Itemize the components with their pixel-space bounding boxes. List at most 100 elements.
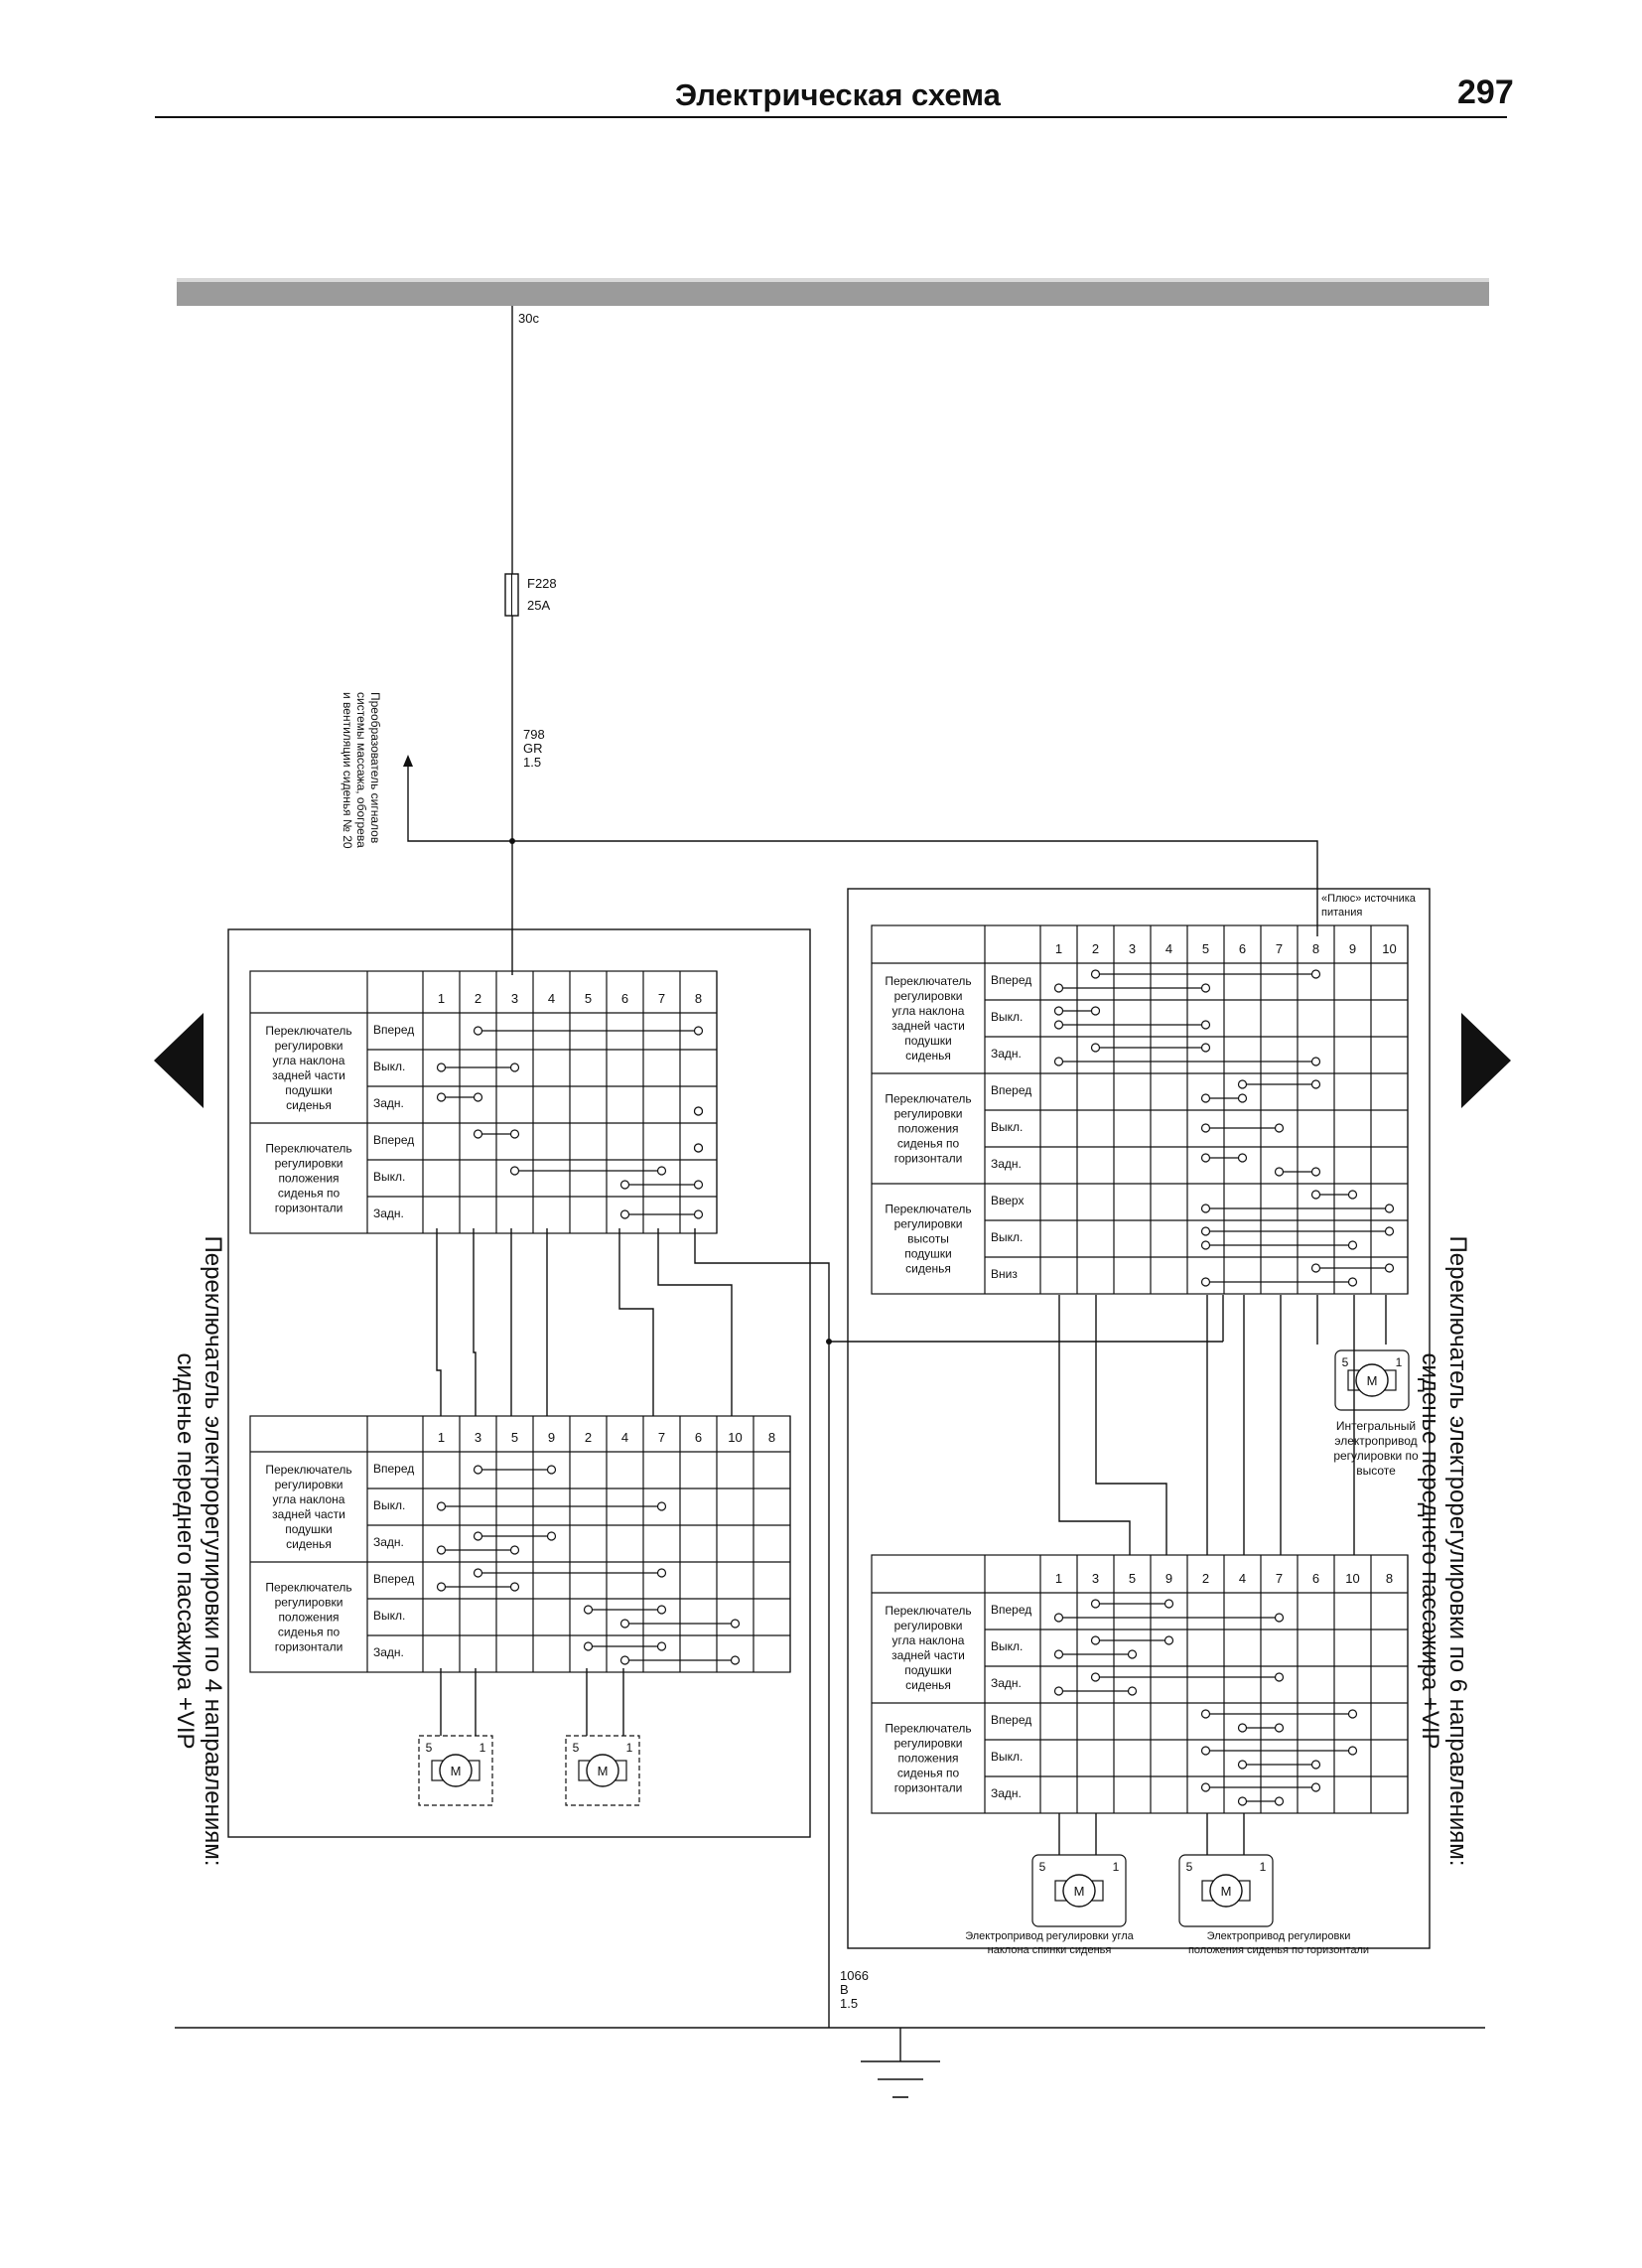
backrest-motor-label: наклона спинки сиденья [988, 1944, 1112, 1956]
pin-header: 1 [438, 991, 445, 1006]
feed-wire-color: GR [523, 741, 543, 756]
right-interconnect-wires [1058, 1295, 1387, 1555]
pin-header: 9 [548, 1430, 555, 1445]
contact-terminal [1053, 1006, 1064, 1016]
fuse-id: F228 [527, 576, 557, 591]
previous-page-arrow-icon[interactable] [154, 1013, 204, 1108]
motor-pin-1: 1 [1113, 1860, 1120, 1874]
pin-header: 8 [1386, 1571, 1393, 1586]
fuse-rating: 25A [527, 598, 550, 613]
switch-position-label: Задн. [991, 1786, 1022, 1800]
height-motor-label: Интегральный [1336, 1419, 1416, 1433]
pin-header: 10 [1382, 941, 1396, 956]
contact-terminal [583, 1641, 594, 1651]
switch-name-label: высоты [907, 1232, 949, 1246]
switch-name-label: подушки [285, 1083, 333, 1097]
contact-terminal [1090, 1672, 1101, 1682]
switch-name-label: горизонтали [275, 1640, 343, 1654]
switch-name-label: Переключатель [265, 1463, 351, 1477]
switch-name-label: положения [278, 1172, 339, 1186]
contact-terminal [1310, 1760, 1321, 1770]
pin-header: 3 [1129, 941, 1136, 956]
pin-header: 2 [1092, 941, 1099, 956]
switch-position-label: Вперед [373, 1023, 414, 1037]
motor-housing [418, 1735, 493, 1806]
contact-terminal [730, 1655, 741, 1665]
motor-pin-5: 5 [573, 1741, 580, 1755]
switch-name-label: подушки [904, 1247, 952, 1261]
switch-position-label: Вперед [991, 1603, 1031, 1617]
switch-name-label: регулировки [275, 1596, 343, 1610]
switch-position-label: Вперед [373, 1462, 414, 1476]
contact-terminal [1237, 1760, 1248, 1770]
contact-terminal [1274, 1123, 1285, 1133]
switch-name-label: Переключатель [885, 1203, 971, 1216]
contact-terminal [1237, 1796, 1248, 1806]
contact-terminal [509, 1129, 520, 1139]
switch-position-label: Вперед [991, 1083, 1031, 1097]
next-page-arrow-icon[interactable] [1461, 1013, 1511, 1108]
converter-branch-wire [407, 765, 512, 842]
switch-name-label: задней части [272, 1068, 345, 1082]
feed-wire-number: 798 [523, 727, 545, 742]
contact-terminal [1310, 1167, 1321, 1177]
switch-name-label: подушки [904, 1663, 952, 1677]
pin-header: 10 [1345, 1571, 1359, 1586]
pin-header: 10 [728, 1430, 742, 1445]
header-rule [155, 116, 1507, 118]
horizontal-motor-label: положения сиденья по горизонтали [1188, 1944, 1369, 1956]
backrest-motor-label: Электропривод регулировки угла [965, 1930, 1134, 1942]
contact-terminal [509, 1545, 520, 1555]
contact-terminal [693, 1143, 704, 1153]
pin-header: 1 [1055, 1571, 1062, 1586]
switch-position-label: Выкл. [991, 1639, 1023, 1653]
contact-terminal [473, 1568, 483, 1578]
contact-terminal [1237, 1723, 1248, 1733]
contact-terminal [1384, 1226, 1395, 1236]
contact-terminal [1274, 1796, 1285, 1806]
pin-header: 3 [511, 991, 518, 1006]
height-motor-label: электропривод [1334, 1434, 1417, 1448]
contact-terminal [436, 1582, 447, 1592]
motor-pin-5: 5 [1186, 1860, 1193, 1874]
motor-pin-1: 1 [479, 1741, 486, 1755]
switch-name-label: регулировки [894, 1217, 963, 1231]
pin-header: 7 [658, 991, 665, 1006]
contact-terminal [473, 1092, 483, 1102]
switch-position-label: Задн. [373, 1096, 404, 1110]
contact-terminal [1310, 1263, 1321, 1273]
pin-header: 1 [1055, 941, 1062, 956]
contact-terminal [1237, 1153, 1248, 1163]
motor-icon [1209, 1874, 1243, 1908]
pin-header: 1 [438, 1430, 445, 1445]
switch-position-label: Задн. [991, 1676, 1022, 1690]
contact-terminal [1274, 1672, 1285, 1682]
contact-terminal [1053, 1686, 1064, 1696]
switch-position-label: Задн. [373, 1206, 404, 1220]
switch-position-label: Выкл. [991, 1750, 1023, 1764]
switch-position-label: Выкл. [991, 1230, 1023, 1244]
switch-name-label: горизонтали [275, 1202, 343, 1215]
switch-name-label: сиденья по [278, 1626, 341, 1639]
contact-terminal [1347, 1709, 1358, 1719]
contact-terminal [1347, 1746, 1358, 1756]
pin-header: 9 [1349, 941, 1356, 956]
switch-name-label: регулировки [894, 1107, 963, 1121]
pin-header: 5 [1129, 1571, 1136, 1586]
contact-terminal [1347, 1240, 1358, 1250]
switch-name-label: подушки [285, 1522, 333, 1536]
contact-terminal [1384, 1204, 1395, 1213]
switch-name-label: подушки [904, 1034, 952, 1048]
right-panel-frame [847, 888, 1431, 1949]
contact-terminal [693, 1026, 704, 1036]
motor-symbol: M [1221, 1884, 1232, 1899]
switch-name-label: сиденья по [897, 1767, 960, 1780]
switch-name-label: горизонтали [894, 1152, 963, 1166]
contact-terminal [1163, 1599, 1174, 1609]
switch-name-label: сиденья [286, 1537, 332, 1551]
switch-name-label: положения [897, 1752, 958, 1766]
